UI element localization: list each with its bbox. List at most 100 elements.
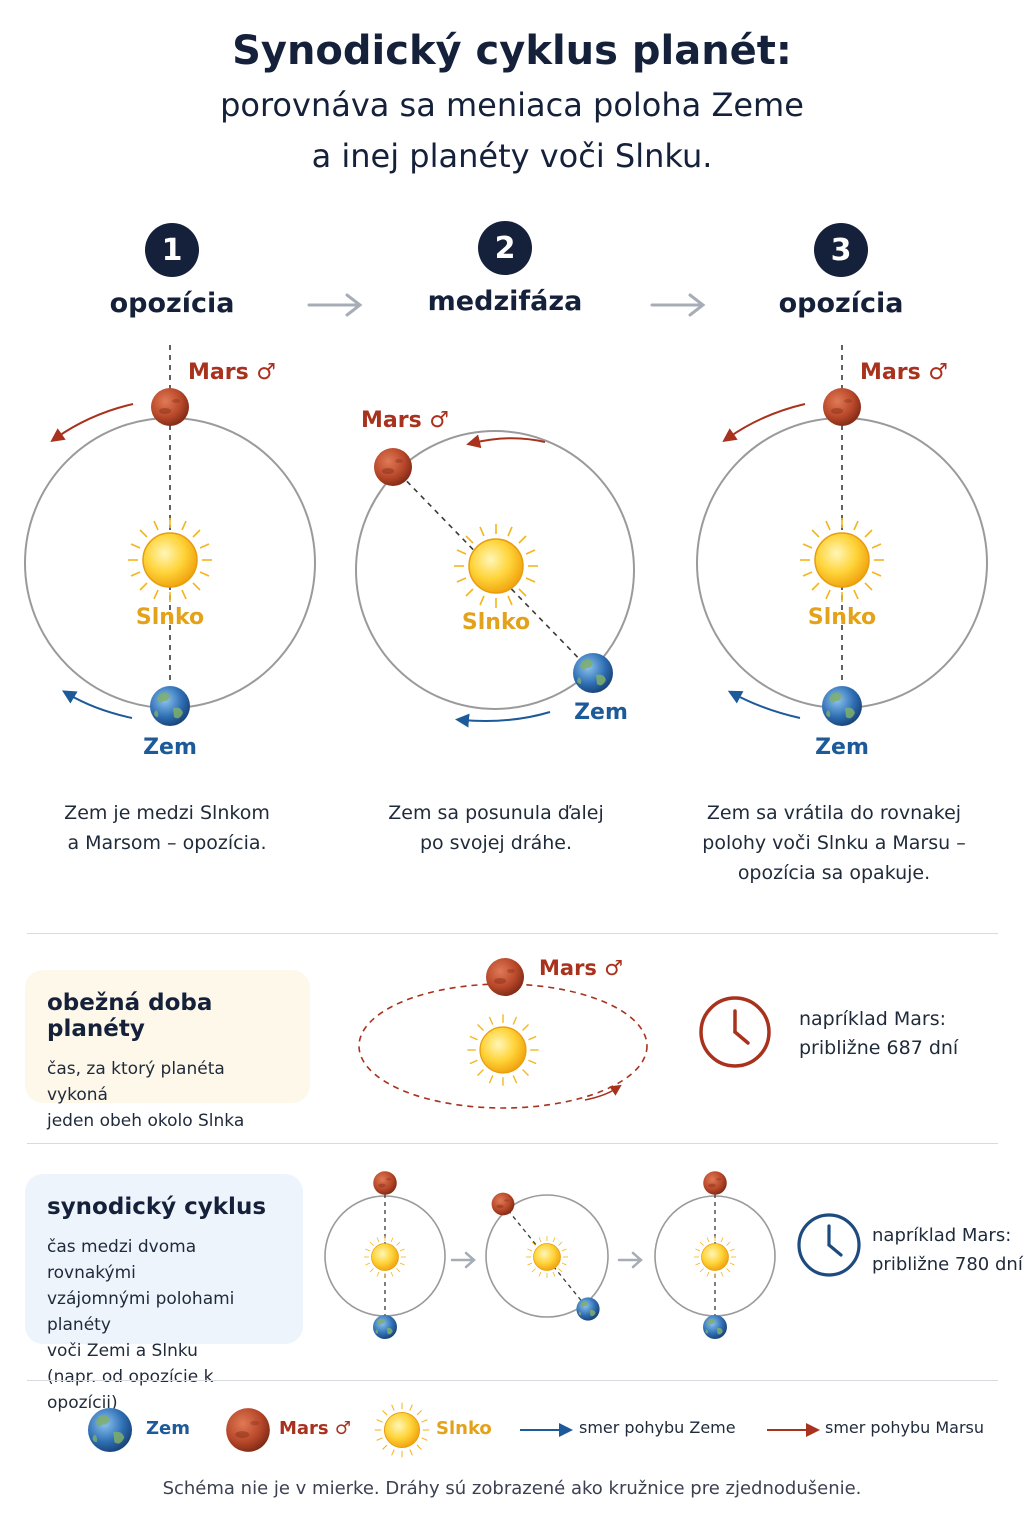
legend-mars-arrow-icon [767, 1423, 820, 1437]
arrow-right-icon [450, 1251, 476, 1269]
arrow-right-icon [617, 1251, 643, 1269]
caption-line: Zem sa vrátila do rovnakej [706, 802, 962, 824]
orbital-period-desc: čas, za ktorý planéta vykoná jeden obeh … [47, 1056, 288, 1134]
step-caption-3: Zem sa vrátila do rovnakej polohy voči S… [684, 798, 984, 888]
synodic-cycle-title: synodický cyklus [47, 1194, 267, 1220]
legend-mars-motion-label: smer pohybu Marsu [825, 1418, 985, 1437]
desc-line: jeden obeh okolo Slnka [47, 1111, 245, 1131]
mars-icon [491, 1192, 515, 1216]
example-line: napríklad Mars: [799, 1008, 947, 1030]
page-subtitle-line2: a inej planéty voči Slnku. [311, 137, 713, 175]
desc-line: vzájomnými polohami planéty [47, 1289, 235, 1335]
synodic-cycle-desc: čas medzi dvoma rovnakými vzájomnými pol… [47, 1234, 281, 1416]
sun-icon [453, 523, 539, 609]
desc-line: čas medzi dvoma rovnakými [47, 1237, 197, 1283]
example-line: približne 687 dní [799, 1037, 959, 1059]
mars-label: Mars ♂ [188, 360, 276, 385]
mars-label: Mars ♂ [361, 408, 449, 433]
mars-label: Mars ♂ [539, 956, 623, 980]
caption-line: po svojej dráhe. [419, 832, 573, 854]
legend-earth-arrow-icon [520, 1423, 573, 1437]
mars-orbit [358, 983, 648, 1109]
desc-line: čas, za ktorý planéta vykoná [47, 1059, 225, 1105]
mars-icon [703, 1171, 727, 1195]
sun-label: Slnko [462, 610, 530, 635]
legend-earth-label: Zem [146, 1418, 191, 1439]
clock-icon [699, 996, 771, 1068]
earth-icon [373, 1315, 397, 1339]
legend-sun-icon [374, 1402, 430, 1458]
mini-diagram-intermediate [485, 1192, 609, 1321]
diagram-intermediate-phase: Mars ♂ Slnko Zem [355, 408, 635, 728]
mini-diagram-opposition-repeat [654, 1171, 776, 1339]
section-divider [27, 933, 998, 934]
earth-icon [576, 1297, 600, 1321]
desc-line: voči Zemi a Slnku [47, 1341, 198, 1361]
earth-icon [150, 686, 190, 726]
diagram-opposition-1: Mars ♂ Slnko Zem [24, 345, 316, 760]
step-number-3: 3 [814, 223, 868, 277]
earth-motion-arrow [727, 690, 801, 719]
earth-motion-arrow [61, 690, 133, 719]
legend-earth-motion-label: smer pohybu Zeme [579, 1418, 736, 1437]
mars-icon [373, 1171, 397, 1195]
caption-line: Zem sa posunula ďalej [388, 802, 604, 824]
legend-mars-icon [226, 1408, 270, 1452]
sun-icon [525, 1235, 569, 1279]
arrow-right-icon [650, 293, 706, 317]
diagram-opposition-2: Mars ♂ Slnko Zem [696, 345, 988, 760]
sun-icon [466, 1013, 540, 1087]
step-label-2: medzifáza [427, 286, 583, 317]
caption-line: a Marsom – opozícia. [67, 832, 267, 854]
mars-motion-arrow [722, 403, 806, 443]
step-label-3: opozícia [778, 288, 904, 319]
mars-icon [486, 958, 524, 996]
mars-motion-arrow [466, 434, 546, 449]
orbital-period-example: napríklad Mars: približne 687 dní [799, 1005, 958, 1063]
footer-note: Schéma nie je v mierke. Dráhy sú zobraze… [162, 1478, 862, 1499]
step-label-1: opozícia [109, 288, 235, 319]
earth-label: Zem [143, 735, 197, 760]
legend-mars-label: Mars ♂ [279, 1418, 352, 1439]
mars-motion-arrow [50, 403, 134, 443]
step-caption-2: Zem sa posunula ďalej po svojej dráhe. [346, 798, 646, 858]
mars-icon [823, 388, 861, 426]
mars-icon [151, 388, 189, 426]
desc-line: (napr. od opozície k opozícii) [47, 1367, 214, 1413]
arrow-right-icon [307, 293, 363, 317]
orbital-period-title: obežná doba planéty [47, 990, 213, 1042]
legend-sun-label: Slnko [436, 1418, 492, 1439]
step-number-2: 2 [478, 221, 532, 275]
section-divider [27, 1143, 998, 1144]
sun-label: Slnko [808, 605, 876, 630]
page-title: Synodický cyklus planét: [232, 28, 792, 74]
synodic-cycle-example: napríklad Mars: približne 780 dní [872, 1221, 1023, 1279]
clock-icon [797, 1213, 861, 1277]
example-line: približne 780 dní [872, 1254, 1023, 1275]
mini-diagram-opposition [324, 1171, 446, 1339]
earth-orbit [355, 430, 635, 710]
mars-icon [374, 448, 412, 486]
earth-label: Zem [815, 735, 869, 760]
step-number-1: 1 [145, 223, 199, 277]
earth-label: Zem [574, 700, 628, 725]
orbital-period-diagram: Mars ♂ [358, 956, 648, 1109]
synodic-cycle-mini-diagrams [324, 1171, 776, 1339]
example-line: napríklad Mars: [872, 1225, 1012, 1246]
earth-icon [573, 653, 613, 693]
page-subtitle-line1: porovnáva sa meniaca poloha Zeme [220, 86, 804, 124]
legend-earth-icon [88, 1408, 132, 1452]
sun-label: Slnko [136, 605, 204, 630]
synodic-cycle-box: synodický cyklus čas medzi dvoma rovnaký… [25, 1174, 303, 1413]
section-divider [27, 1380, 998, 1381]
mars-motion-arrow [584, 1084, 622, 1101]
earth-icon [703, 1315, 727, 1339]
caption-line: Zem je medzi Slnkom [64, 802, 270, 824]
caption-line: opozícia sa opakuje. [737, 862, 931, 884]
caption-line: polohy voči Slnku a Marsu – [702, 832, 966, 854]
orbital-period-box: obežná doba planéty čas, za ktorý planét… [25, 970, 310, 1131]
earth-motion-arrow [455, 711, 551, 728]
step-caption-1: Zem je medzi Slnkom a Marsom – opozícia. [17, 798, 317, 858]
earth-icon [822, 686, 862, 726]
mars-label: Mars ♂ [860, 360, 948, 385]
